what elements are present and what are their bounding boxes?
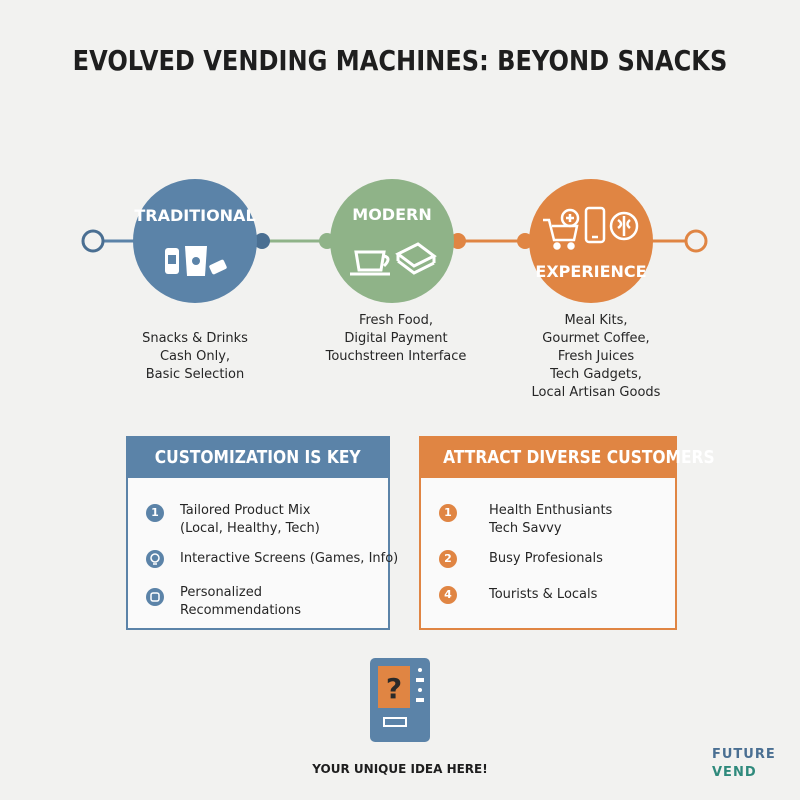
list-item-line: (Local, Healthy, Tech) [180, 521, 320, 536]
stage-label-experience: EXPERIENCE [535, 262, 646, 281]
stage-description-traditional: Snacks & Drinks Cash Only, Basic Selecti… [120, 330, 270, 384]
number-badge: 2 [439, 550, 457, 568]
shopping-cart-icon [543, 208, 580, 250]
smartphone-icon [584, 206, 606, 244]
timeline-end-node [684, 229, 708, 253]
list-item-line: Personalized [180, 585, 262, 600]
snack-bag-icon [185, 246, 207, 276]
description-line: Snacks & Drinks [142, 331, 248, 346]
customers-header: ATTRACT DIVERSE CUSTOMERS [421, 438, 715, 478]
soda-can-icon [165, 248, 179, 274]
stage-traditional: TRADITIONAL [133, 179, 270, 303]
description-line: Tech Gadgets, [550, 367, 642, 382]
list-item-text: Personalized Recommendations [180, 584, 301, 620]
list-item-text: Tourists & Locals [489, 586, 597, 604]
coffee-cup-icon [350, 250, 390, 276]
description-line: Gourmet Coffee, [542, 331, 650, 346]
question-mark: ? [386, 672, 402, 705]
list-item-line: Tech Savvy [489, 521, 562, 536]
description-line: Basic Selection [145, 367, 245, 382]
list-item-line: Interactive Screens (Games, Info) [180, 551, 399, 566]
list-item-line: Busy Profesionals [489, 551, 603, 566]
connector-dot [517, 233, 533, 249]
description-line: Cash Only, [159, 349, 231, 364]
candy-icon [209, 259, 227, 275]
stage-label-modern: MODERN [352, 205, 431, 224]
cta-text: YOUR UNIQUE IDEA HERE! [312, 762, 488, 776]
description-line: Touchstreen Interface [325, 349, 467, 364]
description-line: Local Artisan Goods [531, 385, 661, 400]
customization-panel: CUSTOMIZATION IS KEY 1 Tailored Product … [126, 436, 398, 630]
customization-header-text: CUSTOMIZATION IS KEY [155, 447, 361, 468]
recommendation-icon [146, 588, 164, 606]
customers-header-text: ATTRACT DIVERSE CUSTOMERS [443, 447, 715, 468]
number-badge: 1 [146, 504, 164, 522]
stage-label-traditional: TRADITIONAL [134, 206, 255, 225]
connector-dot [254, 233, 270, 249]
description-line: Fresh Juices [557, 349, 635, 364]
customization-header: CUSTOMIZATION IS KEY [128, 438, 388, 478]
list-item-line: Health Enthusiants [489, 503, 613, 518]
number-badge: 1 [439, 504, 457, 522]
stage-circle-traditional [133, 179, 257, 303]
list-item-text: Tailored Product Mix (Local, Healthy, Te… [180, 502, 320, 538]
number-badge: 4 [439, 586, 457, 604]
stage-description-modern: Fresh Food, Digital Payment Touchstreen … [316, 312, 476, 366]
lightbulb-icon [146, 550, 164, 568]
list-item-line: Tailored Product Mix [180, 503, 311, 518]
brand-line-2: VEND [712, 765, 757, 780]
brand-logo: FUTURE VEND [712, 746, 776, 782]
list-item-line: Recommendations [180, 603, 302, 618]
list-item-text: Health Enthusiants Tech Savvy [489, 502, 612, 538]
brain-icon [609, 211, 639, 241]
brand-line-1: FUTURE [712, 747, 776, 762]
page-title: EVOLVED VENDING MACHINES: BEYOND SNACKS [72, 44, 728, 77]
stage-description-experience: Meal Kits, Gourmet Coffee, Fresh Juices … [516, 312, 676, 402]
connector-dot [450, 233, 466, 249]
list-item-text: Interactive Screens (Games, Info) [180, 550, 398, 568]
description-line: Meal Kits, [564, 313, 628, 328]
description-line: Digital Payment [344, 331, 448, 346]
stage-circle-modern [330, 179, 454, 303]
timeline-start-node [81, 229, 105, 253]
customers-panel: ATTRACT DIVERSE CUSTOMERS 1 Health Enthu… [419, 436, 715, 630]
stage-modern: MODERN [319, 179, 466, 303]
stage-experience: EXPERIENCE [517, 179, 653, 303]
vending-machine-icon: ? [370, 658, 430, 742]
sandwich-icon [395, 242, 437, 275]
list-item-line: Tourists & Locals [489, 587, 598, 602]
description-line: Fresh Food, [358, 313, 434, 328]
evolution-timeline: TRADITIONAL MODERN [81, 179, 708, 303]
list-item-text: Busy Profesionals [489, 550, 603, 568]
